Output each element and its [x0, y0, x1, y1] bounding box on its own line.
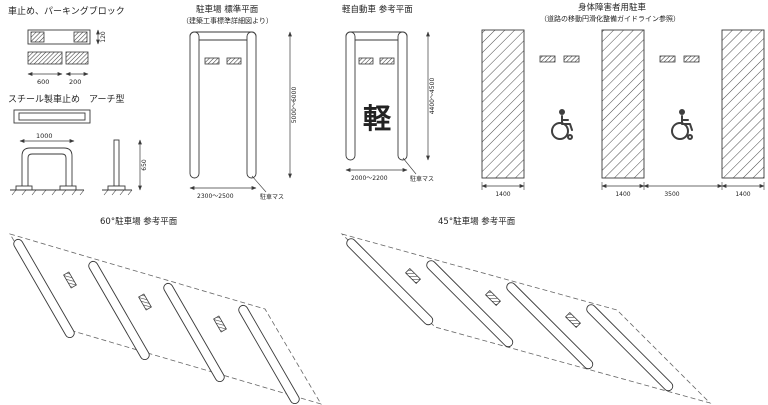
- stall-line-top: [189, 31, 257, 41]
- wheel-stop: [358, 57, 374, 65]
- dim-text-120: 120: [100, 31, 107, 43]
- note-leader-kei: [402, 157, 417, 175]
- note-leader-standard: [251, 175, 267, 193]
- dim-text-length-standard: 5000～6000: [291, 87, 298, 124]
- dim-text-length-kei: 4400～4500: [429, 78, 436, 115]
- kei-title: 軽自動車 参考平面: [342, 4, 413, 15]
- wheelchair-icon: [671, 109, 693, 140]
- layout-boundary-dashed: [9, 233, 322, 405]
- wheel-stop: [138, 293, 152, 311]
- dim-text-stall: 3500: [664, 191, 679, 198]
- stall-line-left: [345, 31, 356, 161]
- access-aisle-stripe: [721, 29, 765, 179]
- dim-text-650: 650: [141, 159, 148, 171]
- parking-block-title: 車止め、パーキングブロック: [8, 5, 125, 17]
- steel-arch-plan-inner: [18, 112, 86, 121]
- ground-hatch-front: [11, 189, 85, 196]
- parking-block-hatch-right: [73, 31, 88, 43]
- stall-line-angled: [426, 260, 514, 348]
- section-60deg-plan: 60°駐車場 参考平面: [9, 216, 322, 405]
- wheel-stop: [204, 57, 220, 65]
- dim-text-aisle1: 1400: [495, 191, 510, 198]
- steel-arch-side-base: [107, 185, 126, 191]
- section-parking-block: 車止め、パーキングブロック 120 600 200: [8, 5, 125, 86]
- dim-text-200: 200: [69, 78, 81, 86]
- section-steel-arch: スチール製車止め アーチ型 1000 650: [8, 93, 148, 196]
- stall-line-angled: [238, 304, 300, 405]
- kei-stall-mark: 軽: [363, 102, 392, 135]
- section-45deg-plan: 45°駐車場 参考平面: [340, 216, 712, 404]
- parking-block-side: [27, 51, 63, 65]
- stall-line-right: [397, 31, 408, 161]
- stall-line-right: [246, 31, 257, 179]
- access-aisle-stripe: [601, 29, 645, 179]
- steel-arch-foot-left: [15, 185, 33, 191]
- parking-block-hatch-left: [30, 31, 45, 43]
- wheel-stop: [659, 55, 676, 63]
- wheel-stop: [226, 57, 242, 65]
- wheel-stop: [405, 268, 421, 284]
- stall-line-left: [189, 31, 200, 179]
- steel-arch-foot-right: [59, 185, 77, 191]
- dim-text-600: 600: [37, 78, 49, 86]
- deg45-title: 45°駐車場 参考平面: [438, 216, 516, 227]
- wheelchair-icon: [551, 109, 573, 140]
- note-text-standard: 駐車マス: [260, 193, 284, 201]
- access-aisle-stripe: [481, 29, 525, 179]
- dim-text-aisle2: 1400: [615, 191, 630, 198]
- section-accessible-plan: 身体障害者用駐車 （道路の移動円滑化整備ガイドライン参照） 1400 1400: [481, 2, 765, 198]
- parking-block-end: [65, 51, 89, 65]
- section-kei-plan: 軽自動車 参考平面 軽 4400～4500 2000～2200 駐車マス: [342, 4, 436, 183]
- stall-line-angled: [13, 238, 75, 339]
- stall-line-angled: [346, 238, 434, 326]
- accessible-subtitle: （道路の移動円滑化整備ガイドライン参照）: [540, 14, 680, 23]
- steel-arch-inner: [27, 153, 67, 190]
- note-text-kei: 駐車マス: [410, 175, 434, 183]
- stall-line-angled: [586, 304, 674, 392]
- dim-text-aisle3: 1400: [735, 191, 750, 198]
- wheel-stop: [565, 312, 581, 328]
- wheel-stop: [563, 55, 580, 63]
- steel-arch-outer: [21, 147, 73, 190]
- wheel-stop: [213, 315, 227, 333]
- standard-subtitle: （建築工事標準詳細図より）: [182, 16, 273, 25]
- dim-text-1000: 1000: [36, 132, 53, 140]
- accessible-title: 身体障害者用駐車: [578, 2, 647, 13]
- wheel-stop: [379, 57, 395, 65]
- wheel-stop: [683, 55, 700, 63]
- wheel-stop: [485, 290, 501, 306]
- stall-line-angled: [88, 260, 150, 361]
- steel-arch-title: スチール製車止め アーチ型: [8, 93, 124, 105]
- ground-hatch-side: [103, 189, 133, 196]
- stall-line-angled: [163, 282, 225, 383]
- wheel-stop: [63, 271, 77, 289]
- deg60-title: 60°駐車場 参考平面: [100, 216, 178, 227]
- steel-arch-side-post: [113, 139, 120, 187]
- stall-line-angled: [506, 282, 594, 370]
- standard-title: 駐車場 標準平面: [196, 4, 259, 15]
- wheel-stop: [539, 55, 556, 63]
- dim-text-width-kei: 2000～2200: [351, 175, 388, 182]
- dim-text-width-standard: 2300～2500: [197, 193, 234, 200]
- section-standard-plan: 駐車場 標準平面 （建築工事標準詳細図より） 5000～6000 2300～25…: [182, 4, 298, 201]
